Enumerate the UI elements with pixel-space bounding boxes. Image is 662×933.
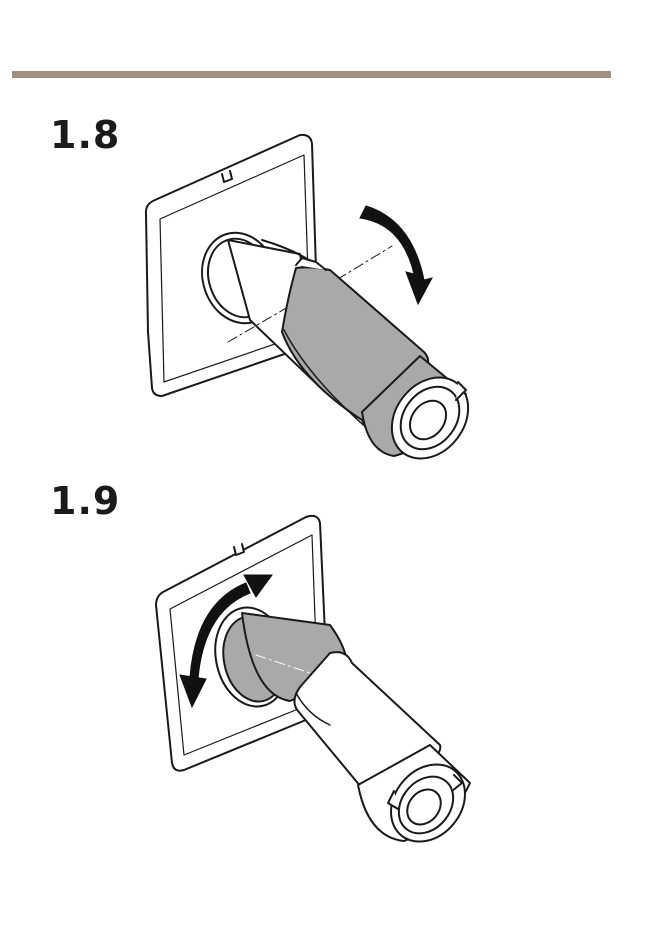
camera-tilt-adjust-illustration xyxy=(0,505,662,905)
header-divider-bar xyxy=(12,71,611,78)
camera-sleeve-rotate-illustration xyxy=(0,120,662,470)
rotate-clockwise-arrow xyxy=(360,206,432,304)
